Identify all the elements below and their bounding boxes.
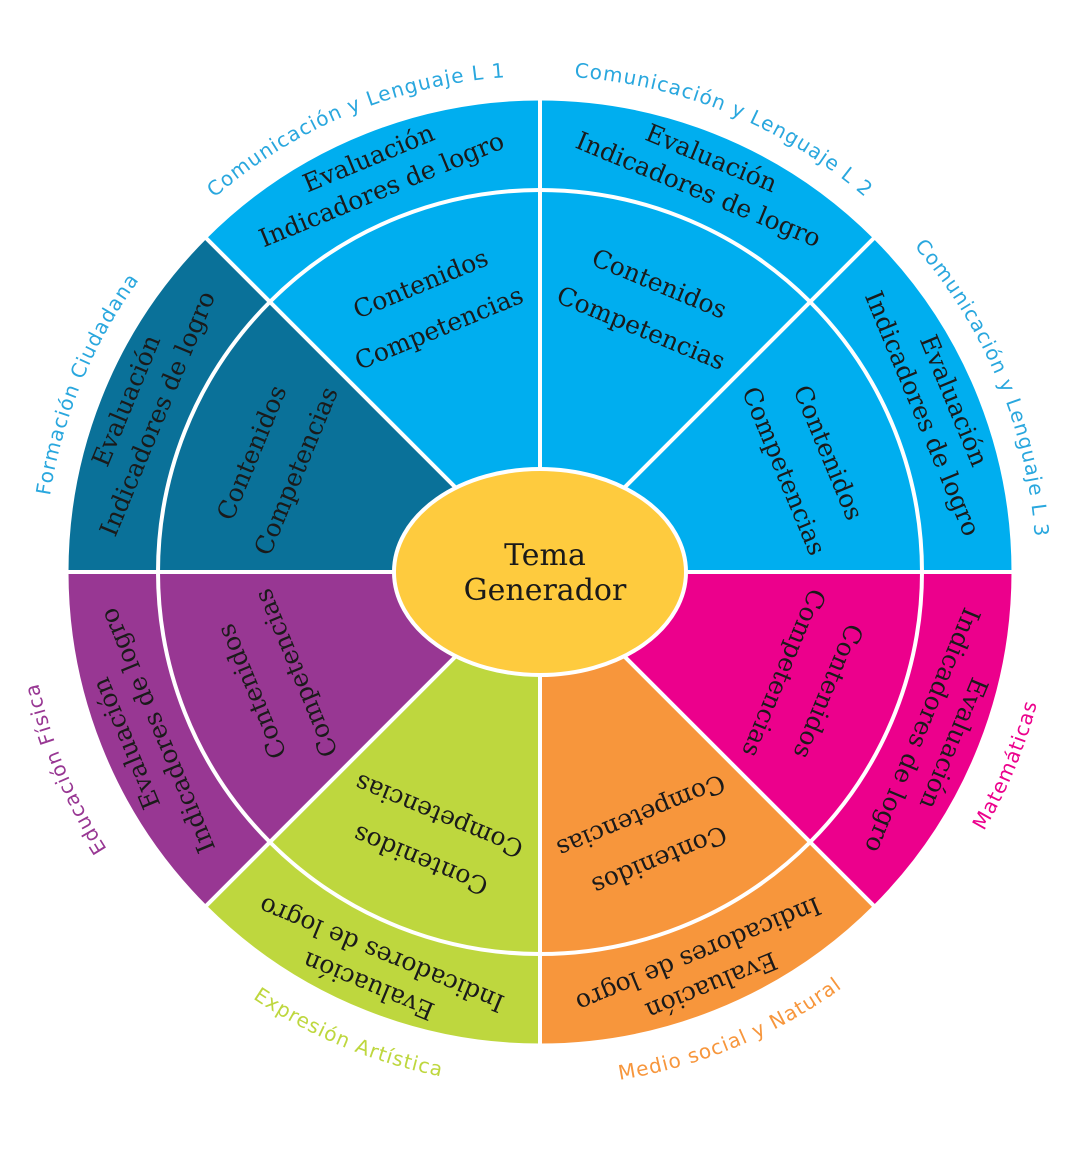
- sector-expresion: [205, 572, 540, 1045]
- middle-ring: [156, 188, 924, 956]
- sector-medio: [540, 572, 875, 1045]
- wheel-sectors: [66, 98, 1013, 1045]
- center-hub: Tema Generador: [392, 467, 688, 677]
- sector-l3: [540, 237, 1013, 572]
- sector-l1: [205, 98, 540, 572]
- sector-formacion: [67, 237, 540, 572]
- center-ellipse: [392, 467, 688, 677]
- sector-educacion: [66, 572, 540, 907]
- center-title-line1: Tema: [504, 538, 586, 573]
- center-title-line2: Generador: [464, 573, 627, 608]
- sector-matematicas: [540, 572, 1013, 907]
- outer-ring: [65, 97, 1015, 1047]
- sector-l2: [540, 99, 875, 572]
